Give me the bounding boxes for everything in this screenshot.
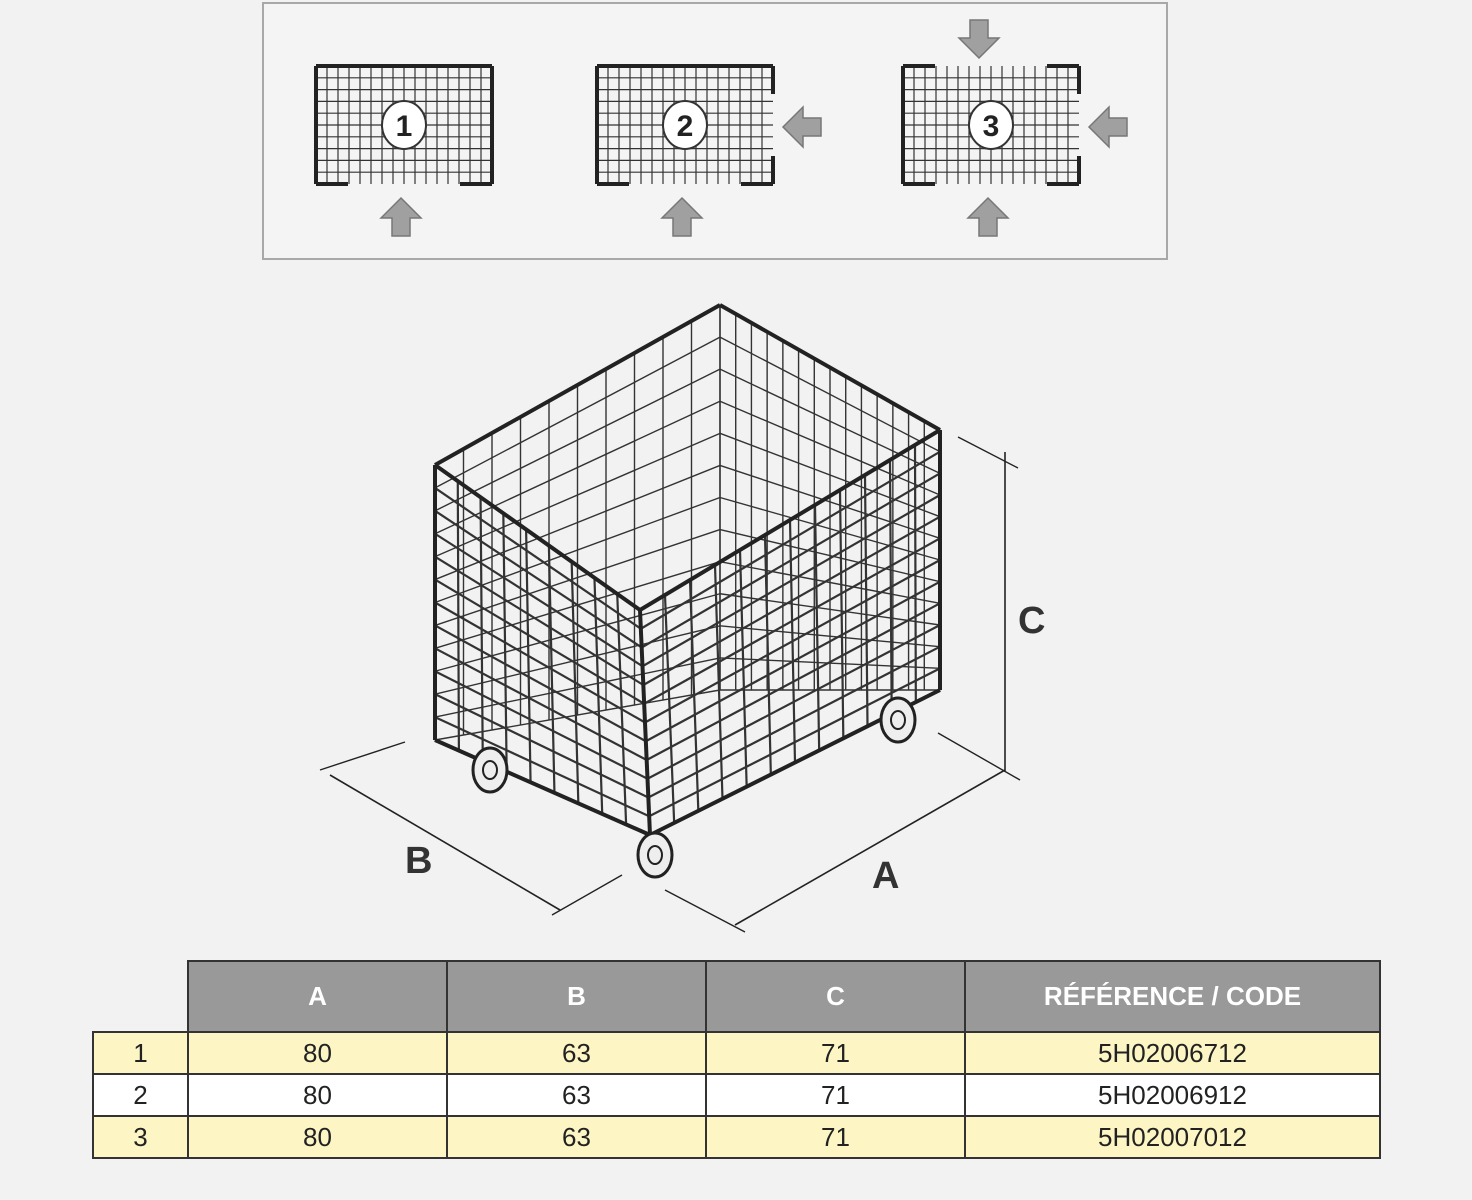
configuration-diagrams: 1 2 3 [314,19,1128,237]
configuration-3: 3 [901,64,1081,186]
wheel-hub [647,845,663,865]
wire [434,578,645,705]
wire [434,716,650,818]
extension-line [319,741,406,771]
wheel [879,696,917,744]
extension-line [551,874,623,916]
arrow-up-icon [660,196,704,237]
wire [434,670,648,780]
frame-edge [433,463,642,612]
wire [719,432,941,518]
wire [719,560,941,605]
wire [641,494,941,668]
wire [719,400,941,496]
cell-b: 63 [446,1031,707,1075]
cell-a: 80 [187,1073,448,1117]
frame-edge [434,738,651,837]
wire [644,559,941,724]
cell-code: 5H02006912 [964,1073,1381,1117]
dimension-label-c: C [1018,600,1046,642]
header-reference-code: RÉFÉRENCE / CODE [964,960,1381,1033]
header-a: A [187,960,448,1033]
wheel-hub [890,710,906,730]
wire [434,601,646,724]
wire [434,400,721,535]
frame-edge [434,303,721,467]
number-badge [662,100,708,150]
wire [434,532,644,668]
wire [645,580,941,743]
wire [646,624,941,780]
dimension-line-a [734,769,1006,926]
dimension-line-b [329,774,561,911]
wire [642,515,941,686]
wire [434,555,644,686]
wire [719,593,941,626]
wire [643,537,941,705]
wire [719,368,941,474]
wire [648,667,941,818]
extension-line [957,436,1019,469]
number-badge [968,100,1014,150]
cell-code: 5H02006712 [964,1031,1381,1075]
extension-line [937,732,1021,781]
wire [640,450,941,630]
header-c: C [705,960,966,1033]
configuration-number: 3 [983,110,1000,143]
wire [434,624,647,743]
arrow-down-icon [957,19,1001,60]
cell-code: 5H02007012 [964,1115,1381,1159]
cell-a: 80 [187,1031,448,1075]
header-b: B [446,960,707,1033]
table-header-row: A B C RÉFÉRENCE / CODE [93,960,1381,1033]
wire [719,464,941,539]
configuration-2: 2 [595,64,775,186]
row-index: 3 [92,1115,189,1159]
cell-c: 71 [705,1031,966,1075]
wire [719,496,941,561]
table-row: 1 80 63 71 5H02006712 [92,1031,1381,1075]
arrow-left-icon [1087,105,1128,149]
table-row: 2 80 63 71 5H02006912 [92,1073,1381,1117]
wire [434,336,721,489]
wire-cart-illustration [319,303,1021,933]
arrow-left-icon [781,105,822,149]
configuration-1: 1 [314,64,494,186]
wire [434,647,648,761]
row-index: 1 [92,1031,189,1075]
cell-b: 63 [446,1073,707,1117]
arrow-up-icon [966,196,1010,237]
dimensions-table: A B C RÉFÉRENCE / CODE 1 80 63 71 5H0200… [92,960,1381,1159]
cell-b: 63 [446,1115,707,1159]
wire [647,645,941,799]
extension-line [664,889,746,933]
wheel [471,746,509,794]
number-badge [381,100,427,150]
configuration-number: 2 [677,110,694,143]
frame-edge [638,428,942,612]
dimension-label-b: B [405,840,433,882]
wire [434,693,649,799]
wire [646,602,941,761]
wire [434,509,643,649]
cell-c: 71 [705,1115,966,1159]
frame-edge [719,303,941,432]
wire [641,472,941,649]
wire [434,487,642,630]
wheel [636,831,674,879]
table-row: 3 80 63 71 5H02007012 [92,1115,1381,1159]
wire [719,336,941,453]
frame-edge [638,609,652,836]
cell-a: 80 [187,1115,448,1159]
row-index: 2 [92,1073,189,1117]
arrow-up-icon [379,196,423,237]
configuration-number: 1 [396,110,413,143]
wire [434,368,721,512]
wire [434,432,721,558]
cell-c: 71 [705,1073,966,1117]
wheel-hub [482,760,498,780]
dimension-label-a: A [872,855,900,897]
wire [434,464,721,581]
